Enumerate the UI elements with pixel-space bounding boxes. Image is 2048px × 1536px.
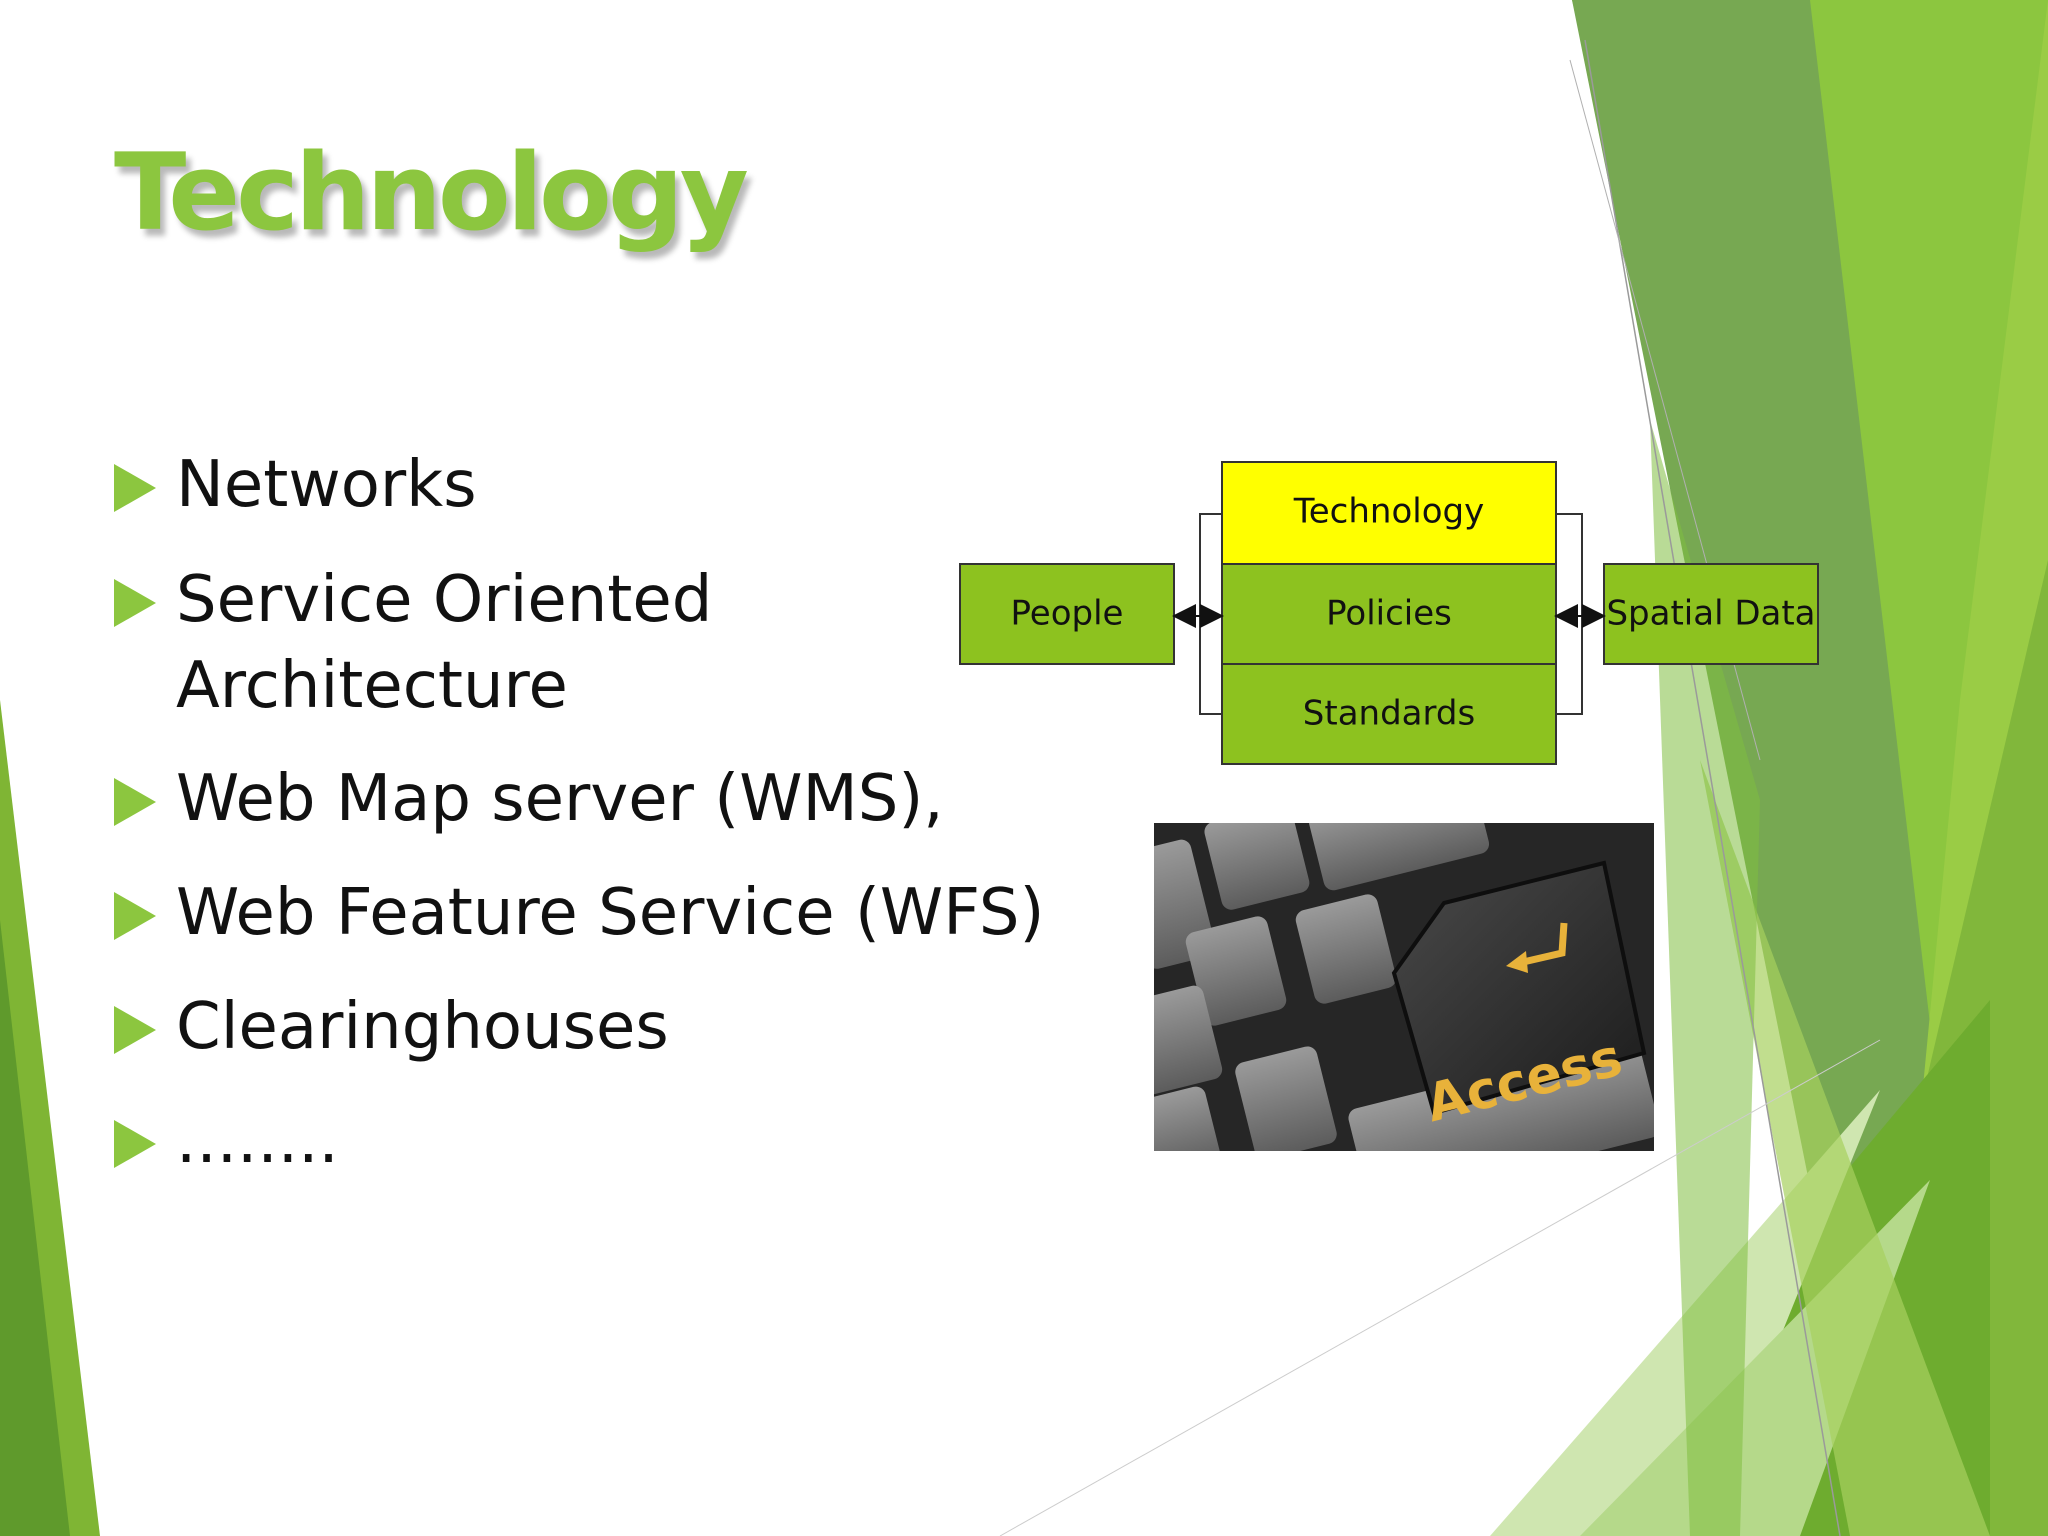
keyboard-access-photo: Access (1154, 823, 1654, 1151)
triangle-bullet-icon (114, 778, 156, 826)
spatial-data-box-label: Spatial Data (1606, 594, 1815, 634)
enter-arrow-icon (1518, 922, 1568, 967)
spatial-data-box (1603, 563, 1819, 665)
sdi-component-diagram: Technology Policies Standards People Spa… (959, 461, 1819, 765)
left-bracket (1199, 513, 1222, 715)
policies-box-label: Policies (1326, 594, 1452, 634)
triangle-bullet-icon (114, 1006, 156, 1054)
people-box (959, 563, 1175, 665)
right-bracket (1556, 513, 1583, 715)
people-box-label: People (1011, 594, 1124, 634)
bullet-text: Clearinghouses (176, 990, 669, 1064)
keyboard-keys (1154, 823, 1654, 1151)
triangle-bullet-icon (114, 892, 156, 940)
triangle-bullet-icon (114, 1120, 156, 1168)
bullet-text: ........ (176, 1104, 339, 1178)
bullet-text: Service Oriented (176, 563, 713, 637)
standards-box-label: Standards (1303, 694, 1475, 734)
technology-box (1221, 461, 1557, 565)
standards-box (1221, 663, 1557, 765)
bullet-text: Networks (176, 448, 477, 522)
technology-box-label: Technology (1293, 492, 1484, 532)
bullet-text: Web Feature Service (WFS) (176, 876, 1045, 950)
bullet-text-continued: Architecture (176, 649, 568, 723)
triangle-bullet-icon (114, 579, 156, 627)
slide-title: Technology (114, 131, 749, 254)
bullet-text: Web Map server (WMS), (176, 762, 944, 836)
triangle-bullet-icon (114, 464, 156, 512)
